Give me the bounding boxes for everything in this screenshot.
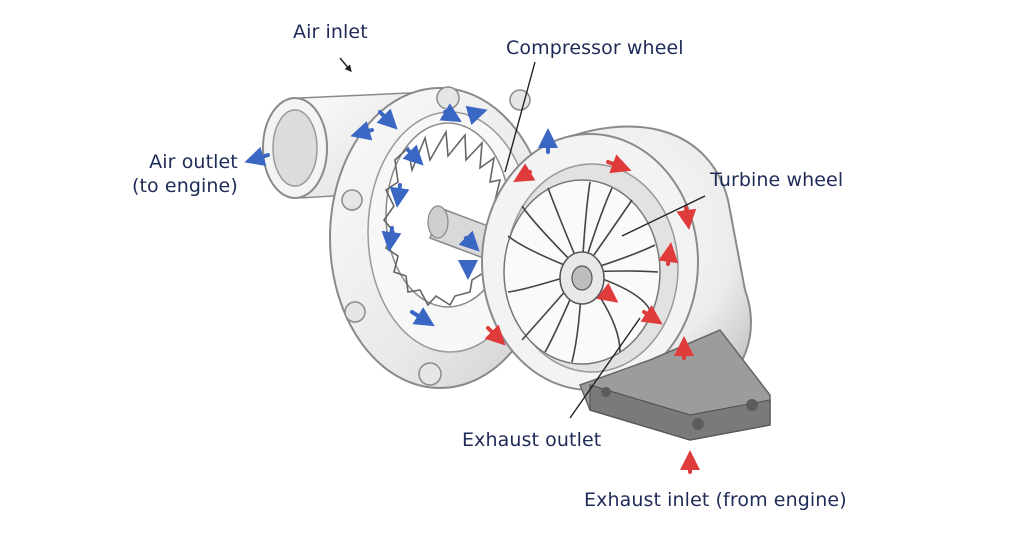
air-outlet-label-line2: (to engine) [132,175,238,197]
compressor-wheel-leader [504,61,536,173]
air-inlet-label: Air inlet [293,21,368,43]
compressor-wheel-label: Compressor wheel [506,37,684,59]
air-inlet-indicator [339,57,352,73]
leader-lines [339,57,706,419]
exhaust-outlet-leader [569,317,641,419]
exhaust-outlet-label: Exhaust outlet [462,429,602,451]
turbine-wheel-label: Turbine wheel [710,169,844,191]
air-outlet-label-line1: Air outlet [149,151,238,173]
blue-arrow-icon [244,103,558,327]
red-arrow-icon [484,154,700,474]
exhaust-inlet-flange [579,329,771,441]
exhaust-inlet-label: Exhaust inlet (from engine) [584,489,847,511]
turbine-wheel-leader [621,195,706,237]
air-outlet-label: Air outlet (to engine) [132,150,238,198]
turbine-wheel [503,179,661,365]
